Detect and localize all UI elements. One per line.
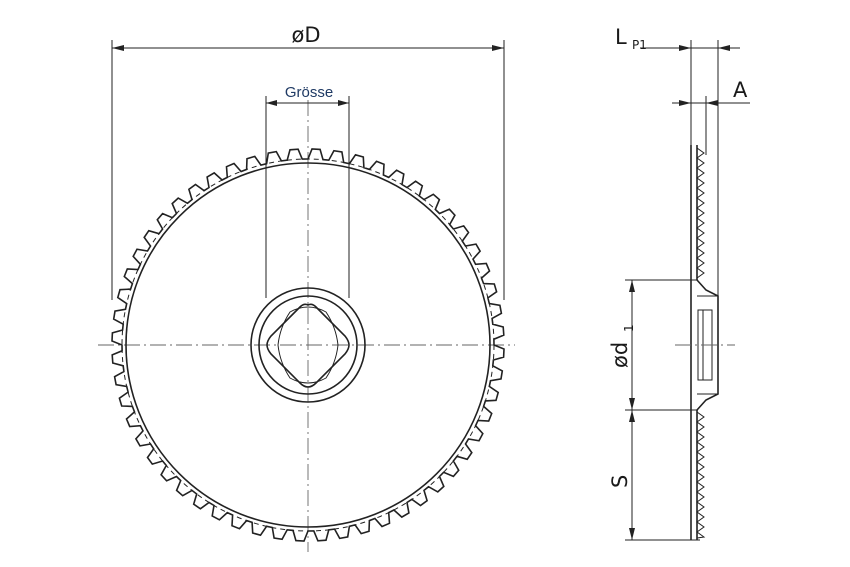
side-view [675, 145, 735, 540]
inner-face-circle [125, 162, 491, 528]
dimension-outer-diameter: øD [111, 23, 505, 300]
arrowhead [492, 45, 504, 51]
d1-subscript: 1 [622, 324, 636, 332]
lp1-label: L [615, 25, 627, 49]
arrowhead [629, 280, 635, 292]
s-label: S [608, 475, 632, 488]
d1-label: ød [608, 342, 632, 368]
arrowhead [112, 45, 124, 51]
dimension-d1: ød 1 [608, 279, 697, 411]
square-drive-inner [277, 306, 339, 384]
dimension-size: Grösse [265, 84, 350, 298]
arrowhead [718, 45, 730, 51]
side-teeth-upper [696, 147, 705, 279]
dimension-lp1: L P1 [615, 25, 740, 296]
arrowhead [266, 100, 277, 106]
hub-outer-circle [250, 287, 366, 403]
arrowhead [706, 100, 718, 106]
square-drive-socket [266, 303, 350, 388]
arrowhead [679, 100, 691, 106]
arrowhead [629, 410, 635, 422]
outer-diameter-label: øD [291, 23, 320, 47]
arrowhead [629, 398, 635, 410]
tooth-root-circle [121, 158, 495, 532]
lp1-subscript: P1 [632, 38, 647, 52]
arrowhead [629, 528, 635, 540]
dimension-s: S [608, 410, 700, 541]
arrowhead [679, 45, 691, 51]
front-view [98, 100, 515, 552]
arrowhead [338, 100, 349, 106]
size-label: Grösse [285, 84, 333, 101]
serrated-outer-edge [111, 148, 505, 542]
side-teeth-lower [696, 411, 706, 539]
hub-inner-circle [258, 295, 358, 395]
a-label: A [733, 78, 748, 102]
dimension-a: A [672, 78, 750, 155]
